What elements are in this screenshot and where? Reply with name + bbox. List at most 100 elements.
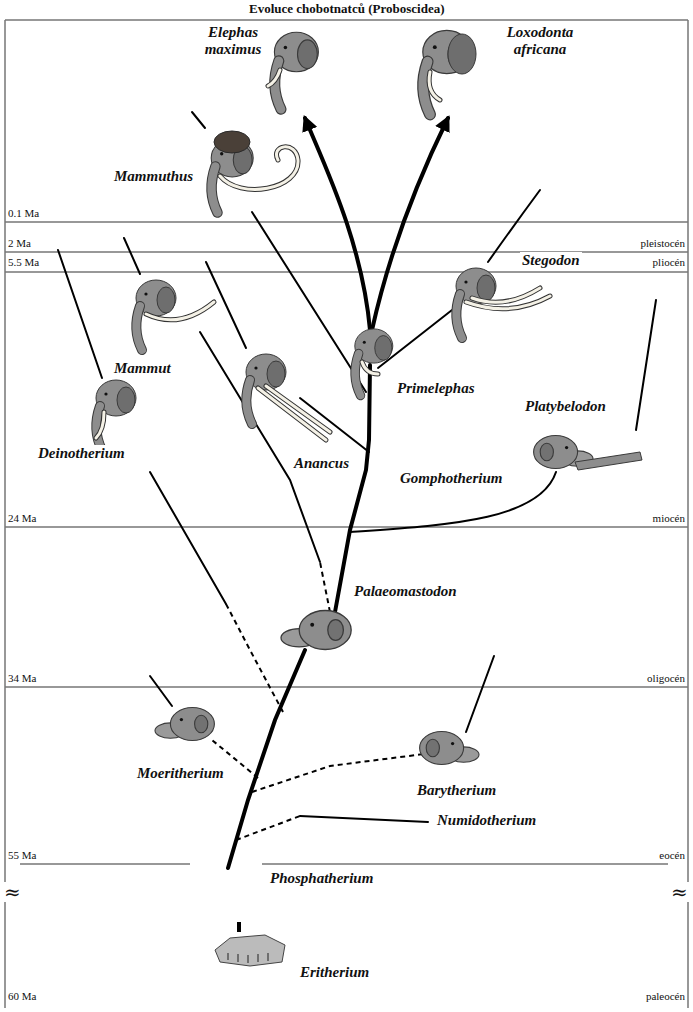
- age-mark: 0.1 Ma: [6, 207, 41, 220]
- mammut-head: [136, 280, 176, 350]
- epoch-name: oligocén: [645, 672, 687, 685]
- moeritherium-head: [155, 708, 214, 741]
- age-mark: 60 Ma: [6, 990, 38, 1003]
- age-mark: 24 Ma: [6, 512, 38, 525]
- deinotherium-head: [96, 380, 136, 450]
- loxodonta-head: [448, 34, 476, 74]
- moeritherium-head: [155, 708, 214, 741]
- loxodonta-head: [429, 72, 440, 100]
- deinotherium-head: [96, 412, 104, 438]
- epoch-name: pliocén: [651, 256, 687, 269]
- genus-name: Moeritherium: [135, 765, 226, 782]
- genus-name: Phosphatherium: [268, 870, 375, 887]
- side-branch: [150, 676, 172, 706]
- anancus-head: [266, 386, 330, 432]
- main-lineage: [335, 365, 370, 612]
- deinotherium-head: [96, 412, 104, 438]
- side-branch: [636, 300, 656, 430]
- mammuthus-head: [211, 131, 298, 213]
- scale-break: ≈: [669, 882, 690, 902]
- genus-name: Stegodon: [520, 252, 582, 269]
- barytherium-head: [420, 732, 479, 765]
- uncertain-branch: [252, 754, 424, 792]
- barytherium-head: [420, 732, 479, 765]
- side-branch: [124, 238, 140, 274]
- species-name: Loxodonta africana: [486, 24, 594, 59]
- eritherium-skull: [215, 922, 285, 966]
- anancus-head: [266, 386, 330, 432]
- elephas-head: [268, 32, 318, 109]
- genus-name: Numidotherium: [435, 812, 538, 829]
- time-grid: [5, 20, 688, 1008]
- loxodonta-head: [423, 30, 476, 114]
- loxodonta-head: [429, 72, 440, 100]
- stegodon-head: [472, 288, 540, 302]
- side-branch: [300, 816, 428, 822]
- anancus-head: [258, 388, 326, 440]
- uncertain-branch: [236, 816, 300, 840]
- main-lineage: [372, 118, 448, 330]
- uncertain-branch: [320, 562, 330, 612]
- genus-name: Palaeomastodon: [352, 583, 459, 600]
- mammuthus-head: [220, 147, 298, 190]
- genus-name: Mammut: [112, 360, 173, 377]
- anancus-head: [258, 388, 326, 440]
- time-grid: [5, 20, 688, 1008]
- primelephas-head: [355, 329, 393, 396]
- age-mark: 34 Ma: [6, 672, 38, 685]
- epoch-name: paleocén: [644, 990, 687, 1003]
- primelephas-head: [362, 362, 378, 374]
- mammuthus-head: [214, 131, 250, 153]
- elephas-head: [268, 70, 280, 86]
- epoch-name: eocén: [657, 849, 687, 862]
- age-mark: 2 Ma: [6, 237, 33, 250]
- main-lineage: [228, 118, 448, 868]
- side-branch: [192, 112, 205, 128]
- palaeomastodon-head: [281, 611, 351, 650]
- main-lineage: [228, 650, 305, 868]
- epoch-name: pleistocén: [638, 237, 687, 250]
- scale-break: ≈: [2, 882, 23, 902]
- anancus-head: [246, 354, 330, 440]
- side-branch: [200, 332, 320, 562]
- uncertain-branch: [212, 562, 424, 840]
- diagram-title: Evoluce chobotnatců (Proboscidea): [247, 2, 446, 17]
- species-name: Elephas maximus: [194, 24, 272, 59]
- side-branch: [58, 112, 656, 822]
- platybelodon-head: [534, 436, 642, 471]
- genus-name: Primelephas: [395, 380, 477, 397]
- epoch-name: miocén: [651, 512, 687, 525]
- palaeomastodon-head: [281, 611, 351, 650]
- eritherium-skull: [228, 953, 268, 963]
- eritherium-skull: [237, 922, 241, 932]
- primelephas-head: [362, 362, 378, 374]
- mammut-head: [136, 280, 214, 350]
- stegodon-head: [456, 268, 550, 338]
- primelephas-head: [355, 329, 393, 396]
- time-grid: [5, 222, 688, 864]
- genus-name: Gomphotherium: [398, 470, 505, 487]
- deinotherium-head: [96, 380, 136, 450]
- genus-name: Deinotherium: [36, 445, 127, 462]
- mammut-head: [146, 302, 214, 320]
- eritherium-skull: [215, 935, 285, 966]
- side-branch: [150, 472, 226, 604]
- side-branch: [58, 250, 102, 378]
- mammuthus-head: [220, 147, 298, 190]
- genus-name: Barytherium: [415, 782, 498, 799]
- platybelodon-head: [575, 452, 642, 470]
- age-mark: 5.5 Ma: [6, 256, 41, 269]
- age-mark: 55 Ma: [6, 849, 38, 862]
- side-branch: [466, 656, 494, 732]
- stegodon-head: [472, 288, 540, 302]
- genus-name: Platybelodon: [523, 398, 608, 415]
- uncertain-branch: [226, 604, 283, 712]
- genus-name: Anancus: [292, 455, 351, 472]
- genus-name: Mammuthus: [112, 168, 195, 185]
- mammut-head: [146, 302, 214, 320]
- genus-name: Eritherium: [298, 964, 371, 981]
- elephas-head: [268, 70, 280, 86]
- main-lineage: [305, 118, 370, 330]
